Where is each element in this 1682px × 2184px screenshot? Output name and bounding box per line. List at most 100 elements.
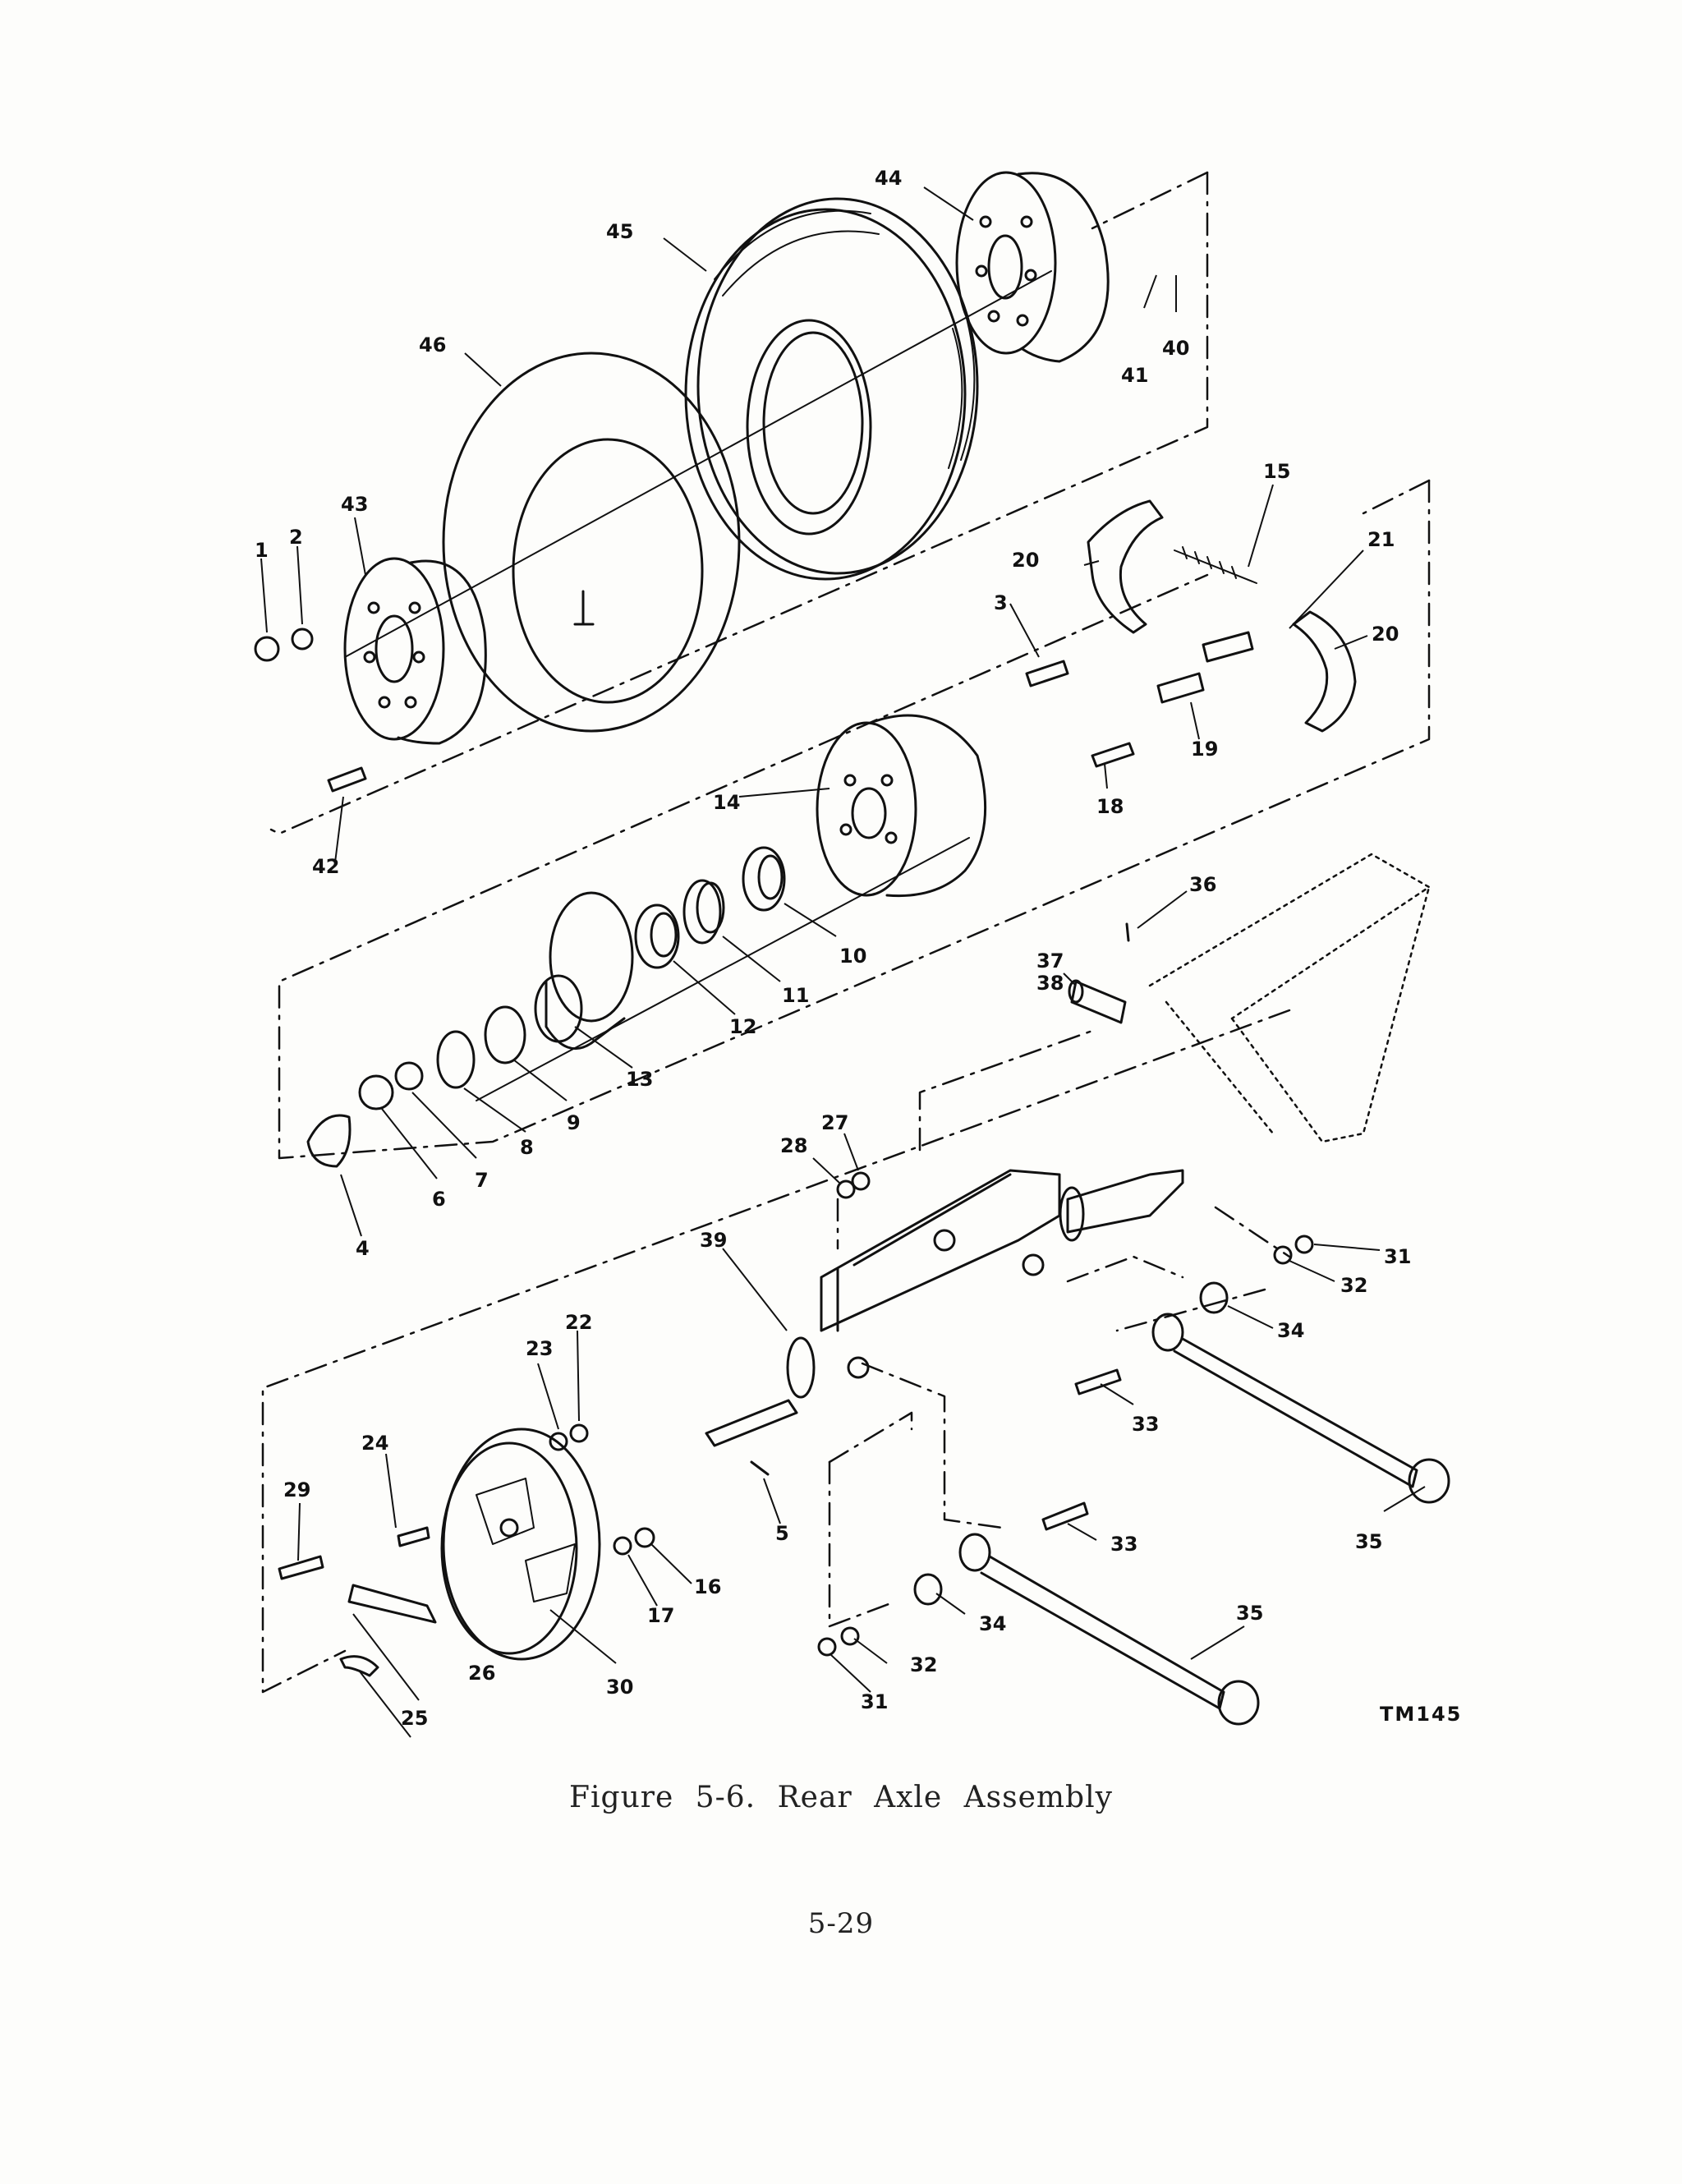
nut-16 <box>634 1527 655 1548</box>
brake-shoe-lower <box>1292 610 1357 733</box>
bolt-5 <box>750 1460 770 1476</box>
callout-25: 25 <box>401 1707 428 1730</box>
bolt-29 <box>278 1555 324 1580</box>
brake-drum <box>816 714 987 898</box>
callout-3: 3 <box>994 591 1008 614</box>
callout-12: 12 <box>729 1015 756 1038</box>
group-outline-axle <box>261 1009 1291 1694</box>
bolt-33-lower <box>1041 1501 1089 1531</box>
backing-plate-30 <box>440 1428 601 1661</box>
rim-half-outer <box>955 171 1110 363</box>
callout-39: 39 <box>700 1229 727 1252</box>
group-outline-hub <box>278 479 1431 1160</box>
spindle-right <box>1059 1169 1184 1242</box>
bolt-24 <box>397 1526 430 1547</box>
cam-lever-26 <box>347 1584 437 1624</box>
spindle-left <box>705 1336 816 1447</box>
callout-37: 37 <box>1036 949 1064 972</box>
bushing-pair <box>847 1253 1045 1379</box>
page-number: 5-29 <box>807 1907 875 1940</box>
nut-27 <box>851 1171 871 1191</box>
callout-11: 11 <box>782 984 809 1007</box>
hub-13 <box>534 891 634 1051</box>
washer-32-lower <box>840 1626 860 1646</box>
callout-32-lower: 32 <box>910 1653 937 1676</box>
callout-18: 18 <box>1096 795 1124 818</box>
callout-4: 4 <box>356 1237 370 1260</box>
callout-31-lower: 31 <box>861 1690 888 1713</box>
callout-41: 41 <box>1121 364 1148 387</box>
callout-17: 17 <box>647 1604 674 1627</box>
wheel-centre-axis <box>344 270 1052 658</box>
callout-26: 26 <box>468 1662 495 1685</box>
bushing-34-lower <box>913 1573 943 1606</box>
callout-10: 10 <box>839 945 866 968</box>
bolt-18 <box>1091 742 1135 768</box>
clip-25 <box>339 1655 379 1677</box>
callout-7: 7 <box>475 1169 489 1192</box>
callout-33-upper: 33 <box>1132 1413 1159 1436</box>
brake-shoe-upper <box>1087 499 1164 634</box>
callout-23: 23 <box>526 1337 553 1360</box>
callout-46: 46 <box>419 333 446 356</box>
callout-6: 6 <box>432 1188 446 1211</box>
callout-45: 45 <box>606 220 633 243</box>
callout-24: 24 <box>361 1432 388 1455</box>
callout-40: 40 <box>1162 337 1189 360</box>
callout-36: 36 <box>1189 873 1216 896</box>
callout-21: 21 <box>1367 528 1395 551</box>
rim-half-inner <box>343 557 487 745</box>
hub-centre-axis <box>476 837 970 1101</box>
axle-beam <box>820 1169 1061 1332</box>
tire <box>684 197 979 581</box>
bearing-cup-12 <box>634 903 680 969</box>
leader-lines <box>260 186 1426 1738</box>
drawing-code: TM145 <box>1380 1703 1462 1726</box>
callout-9: 9 <box>567 1111 581 1134</box>
group-outline-wheel <box>269 171 1209 835</box>
callout-22: 22 <box>565 1311 592 1334</box>
figure-caption: Figure 5-6. Rear Axle Assembly <box>569 1781 1113 1814</box>
callout-13: 13 <box>626 1068 653 1091</box>
callout-44: 44 <box>875 167 902 190</box>
callout-42: 42 <box>312 855 339 878</box>
callout-30: 30 <box>606 1676 633 1699</box>
washer-2 <box>291 628 314 651</box>
callout-38: 38 <box>1036 972 1064 995</box>
callout-35-upper: 35 <box>1355 1530 1382 1553</box>
bearing-cup-10 <box>742 846 786 912</box>
nut-22 <box>569 1423 589 1443</box>
callout-43: 43 <box>341 493 368 516</box>
callout-15: 15 <box>1263 460 1290 483</box>
inner-tube <box>442 352 741 733</box>
callout-27: 27 <box>821 1111 848 1134</box>
brake-spring <box>1174 546 1257 584</box>
bearing-cup-9 <box>484 1005 526 1064</box>
callout-8: 8 <box>520 1136 534 1159</box>
callout-33-lower: 33 <box>1110 1533 1137 1556</box>
nut-31-upper <box>1294 1235 1314 1254</box>
callout-14: 14 <box>713 791 740 814</box>
bolt-42 <box>327 766 367 793</box>
callout-20-lower: 20 <box>1372 623 1399 646</box>
link-arm-35-upper <box>1151 1313 1450 1504</box>
shoe-links <box>1156 631 1254 704</box>
callout-32-upper: 32 <box>1340 1274 1367 1297</box>
callout-19: 19 <box>1191 738 1218 761</box>
nut-23 <box>549 1432 568 1451</box>
stud-bolt-3 <box>1025 660 1069 687</box>
bolt-33-upper <box>1074 1368 1122 1395</box>
callout-35-lower: 35 <box>1236 1602 1263 1625</box>
callout-16: 16 <box>694 1575 721 1598</box>
callout-1: 1 <box>255 539 269 562</box>
callout-34-upper: 34 <box>1277 1319 1304 1342</box>
nut-6 <box>358 1074 394 1110</box>
callout-28: 28 <box>780 1134 807 1157</box>
washer-17 <box>613 1536 632 1556</box>
nut-28 <box>836 1179 856 1199</box>
bearing-cone-11 <box>682 879 725 945</box>
bushing-34-upper <box>1199 1281 1229 1314</box>
washer-7 <box>394 1061 424 1091</box>
callout-2: 2 <box>289 526 303 549</box>
